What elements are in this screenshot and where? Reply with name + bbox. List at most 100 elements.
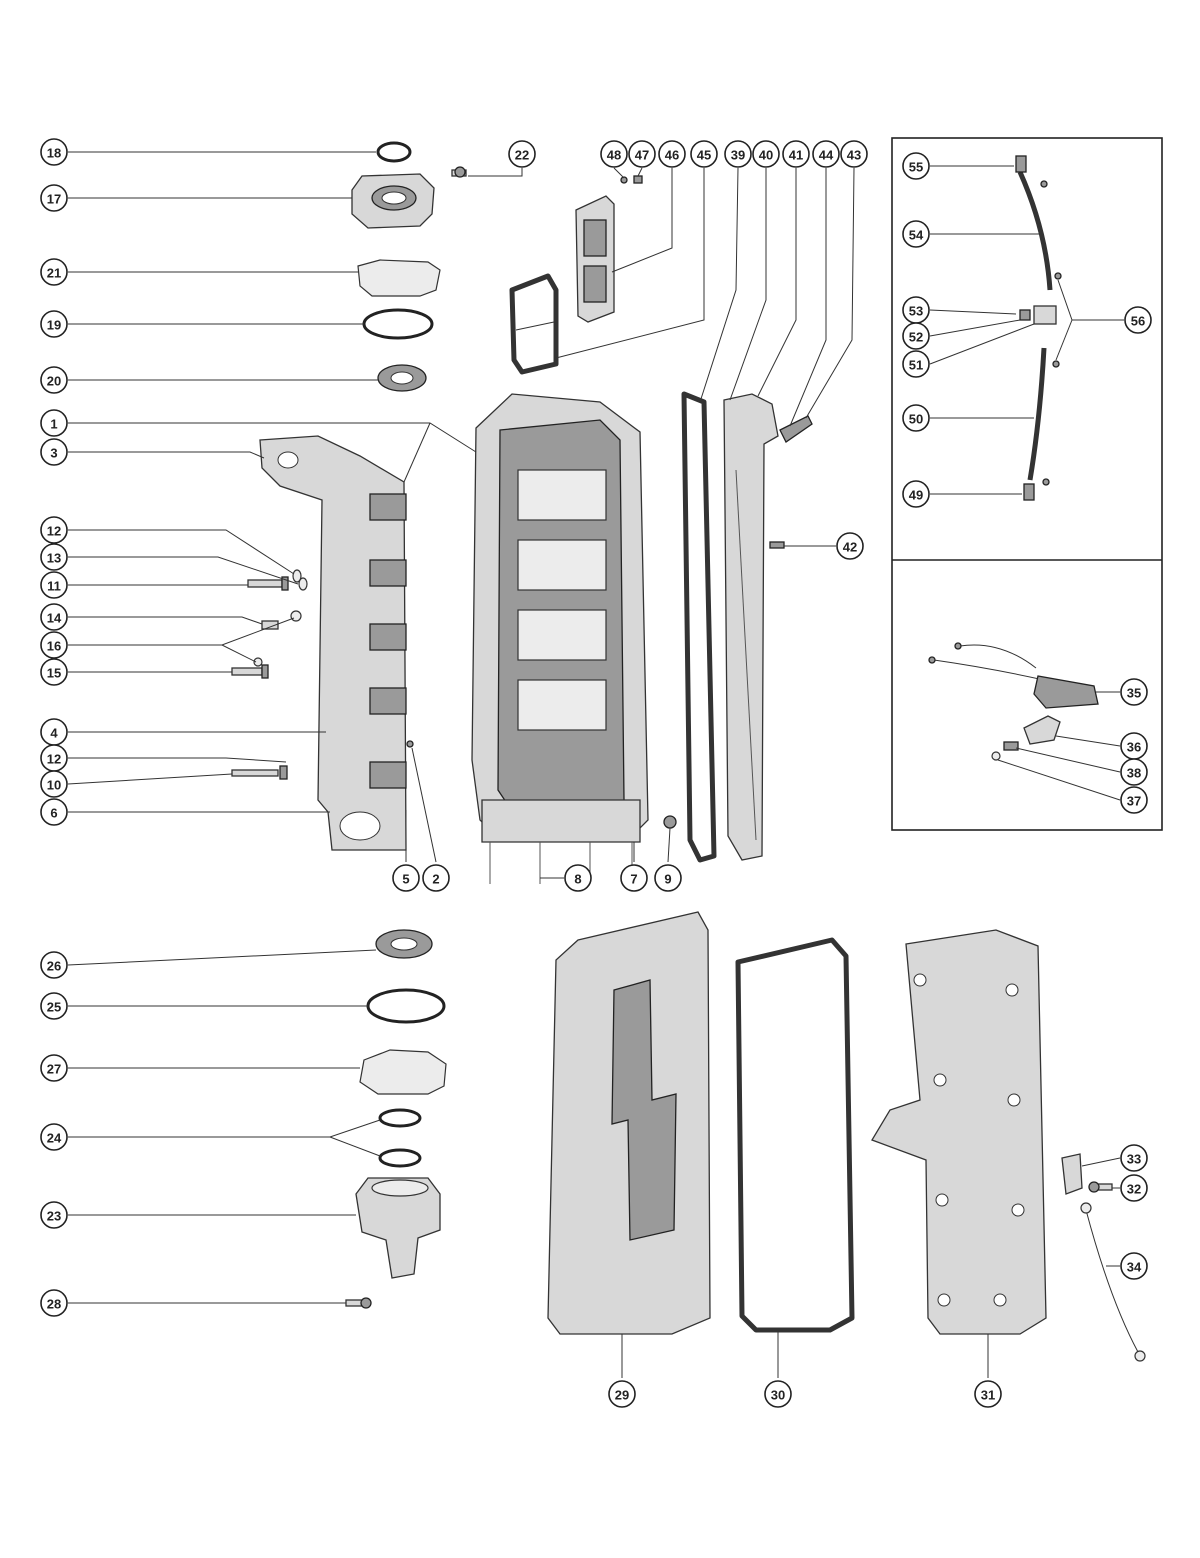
callout-18: 18 [40,138,68,166]
gasket-27 [359,1049,447,1095]
callout-circle [620,864,648,892]
washer-12-13 [292,569,308,591]
tee-fitting-51 [1019,305,1057,325]
ground-strap-34 [1080,1202,1146,1362]
callout-25: 25 [40,992,68,1020]
fitting-43-44 [779,415,813,443]
callout-52: 52 [902,322,930,350]
callout-number: 37 [1127,794,1141,809]
screw-42 [769,541,785,549]
callout-4: 4 [40,718,68,746]
callout-circle [902,480,930,508]
callout-9: 9 [654,864,682,892]
callout-circle [40,258,68,286]
callout-number: 12 [47,524,61,539]
callout-number: 54 [909,228,924,243]
callout-43: 43 [840,140,868,168]
callout-number: 32 [1127,1182,1141,1197]
callout-48: 48 [600,140,628,168]
bolt-15 [231,664,269,679]
callout-35: 35 [1120,678,1148,706]
callout-number: 21 [47,266,61,281]
gasket-21 [357,259,441,297]
callout-40: 40 [752,140,780,168]
transfer-cover-40 [723,393,779,861]
callout-55: 55 [902,152,930,180]
callout-21: 21 [40,258,68,286]
callout-circle [40,631,68,659]
callout-number: 41 [789,148,803,163]
callout-47: 47 [628,140,656,168]
callout-circle [40,184,68,212]
callout-circle [40,1123,68,1151]
callout-39: 39 [724,140,752,168]
callout-11: 11 [40,571,68,599]
callout-number: 4 [50,726,58,741]
seal-ring-18 [376,141,412,163]
callout-number: 47 [635,148,649,163]
callout-number: 15 [47,666,61,681]
callout-37: 37 [1120,786,1148,814]
callout-number: 28 [47,1297,61,1312]
callout-36: 36 [1120,732,1148,760]
pin-2 [406,740,414,748]
callout-12: 12 [40,744,68,772]
callout-number: 11 [47,579,61,594]
callout-number: 18 [47,146,61,161]
callout-number: 40 [759,148,773,163]
callout-number: 9 [664,872,671,887]
callout-23: 23 [40,1201,68,1229]
callout-circle [1120,758,1148,786]
callout-circle [902,220,930,248]
callout-number: 14 [47,611,62,626]
crankcase-half [259,435,407,851]
callout-circle [40,658,68,686]
clamps-56 [1040,180,1062,486]
clamp-36 [1023,715,1061,745]
callout-circle [1120,786,1148,814]
callout-32: 32 [1120,1174,1148,1202]
callout-number: 23 [47,1209,61,1224]
callout-number: 6 [50,806,57,821]
callout-number: 29 [615,1388,629,1403]
callout-27: 27 [40,1054,68,1082]
callout-number: 49 [909,488,923,503]
callout-circle [600,140,628,168]
callout-number: 35 [1127,686,1141,701]
callout-circle [782,140,810,168]
exhaust-plate-31 [871,929,1047,1335]
callout-number: 44 [819,148,834,163]
callout-22: 22 [508,140,536,168]
callout-circle [422,864,450,892]
callout-45: 45 [690,140,718,168]
callout-circle [1120,1252,1148,1280]
callout-49: 49 [902,480,930,508]
gasket-45 [509,273,559,375]
callout-number: 24 [47,1131,62,1146]
callout-31: 31 [974,1380,1002,1408]
callout-circle [40,571,68,599]
callout-56: 56 [1124,306,1152,334]
callout-17: 17 [40,184,68,212]
callout-number: 55 [909,160,923,175]
callout-circle [902,404,930,432]
ball-bearing-26 [375,929,433,959]
callout-number: 51 [909,358,923,373]
callout-circle [40,1289,68,1317]
callout-number: 25 [47,1000,61,1015]
end-cap-17 [351,173,435,229]
end-cap-23 [355,1177,441,1279]
callout-number: 19 [47,318,61,333]
callout-number: 42 [843,540,857,555]
callout-10: 10 [40,770,68,798]
gasket-39 [681,391,717,863]
screw-32 [1088,1181,1113,1193]
exhaust-cover-29 [547,911,711,1335]
clip-33 [1061,1153,1083,1195]
callout-42: 42 [836,532,864,560]
callout-circle [40,798,68,826]
callout-53: 53 [902,296,930,324]
callout-circle [690,140,718,168]
bolt-10 [231,765,288,780]
